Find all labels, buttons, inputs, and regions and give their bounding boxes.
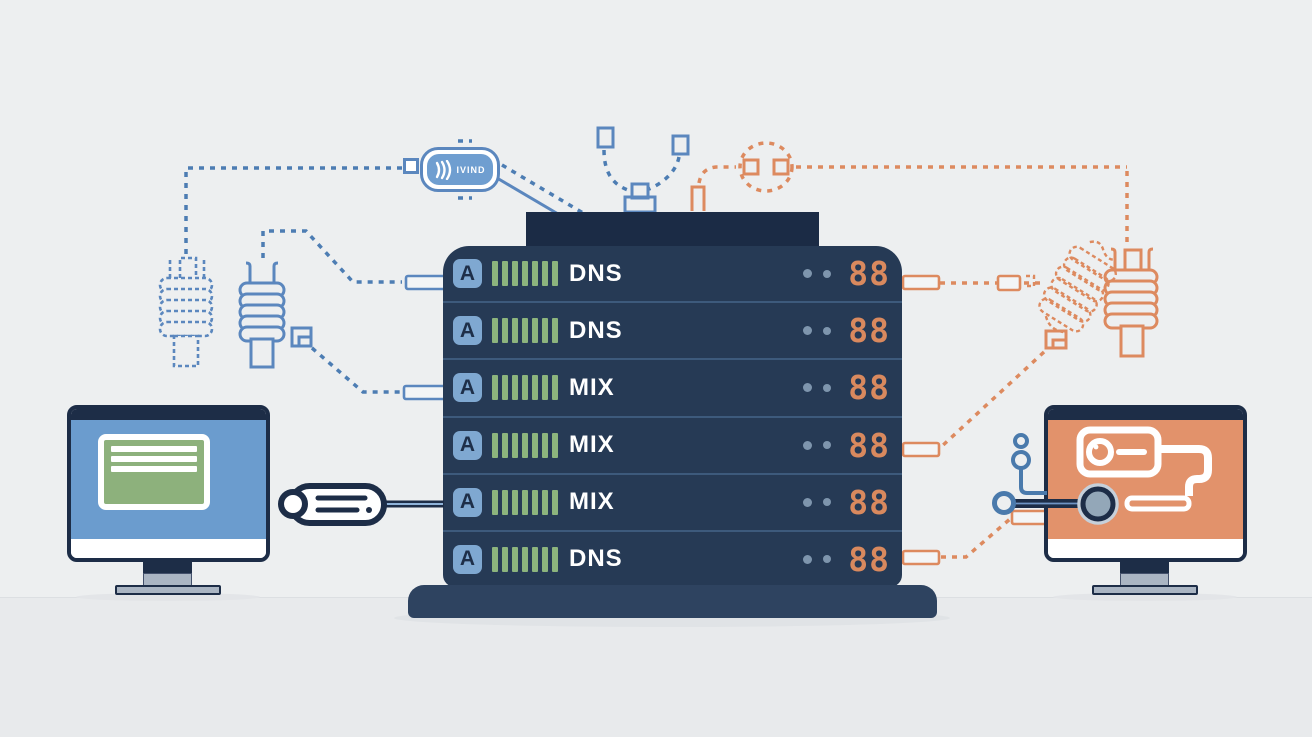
led-dot xyxy=(823,441,832,450)
left-monitor xyxy=(67,405,270,562)
led-dot xyxy=(803,269,813,279)
row4-right-port xyxy=(901,441,941,458)
activity-bars-icon xyxy=(492,546,558,572)
led-dot xyxy=(823,326,832,335)
monitor-chin xyxy=(71,539,266,558)
server-base xyxy=(408,585,937,618)
left-monitor-screen xyxy=(71,420,266,539)
port-digits: 88 xyxy=(848,425,890,465)
port-digits: 88 xyxy=(848,311,890,351)
server-row: A DNS 88 xyxy=(443,246,902,304)
server-row: A DNS 88 xyxy=(443,532,902,587)
row1-right-port xyxy=(901,274,941,291)
floor xyxy=(0,597,1312,737)
monitor-stand-base xyxy=(115,585,221,595)
record-type-badge: A xyxy=(453,544,482,574)
server-rack: A DNS 88 A DNS 88 A MIX 88 A MIX 88 A MI… xyxy=(443,246,902,587)
monitor-stand-neck xyxy=(1120,560,1169,573)
led-dot xyxy=(823,555,832,564)
row6-right-port xyxy=(901,549,941,566)
record-type-badge: A xyxy=(453,487,482,517)
led-dot xyxy=(803,440,813,450)
blue-route-capsule-to-coil xyxy=(184,166,402,254)
blue-route-coil2-to-row1 xyxy=(261,229,402,284)
server-row: A MIX 88 xyxy=(443,418,902,475)
orange-route-row1 xyxy=(940,274,1040,292)
activity-bars-icon xyxy=(492,261,558,287)
row-label: MIX xyxy=(569,373,615,401)
activity-bars-icon xyxy=(492,432,558,458)
port-digits: 88 xyxy=(848,539,890,579)
port-digits: 88 xyxy=(848,368,890,408)
orange-route-row6 xyxy=(941,509,1050,559)
capsule-inner: IVIND xyxy=(427,154,493,185)
orange-coil-connector-icon xyxy=(1103,247,1159,358)
row-label: MIX xyxy=(569,431,615,459)
activity-bars-icon xyxy=(492,375,558,401)
record-type-badge: A xyxy=(453,316,482,346)
record-type-badge: A xyxy=(453,430,482,460)
coil-connector-icon xyxy=(238,261,286,369)
circuit-trace-icon xyxy=(1011,433,1047,495)
monitor-stand-neck xyxy=(143,560,192,573)
row-label: MIX xyxy=(569,488,615,516)
led-dot xyxy=(803,554,813,564)
record-type-badge: A xyxy=(453,259,482,289)
server-top-cap xyxy=(526,212,819,250)
server-row: A MIX 88 xyxy=(443,475,902,532)
activity-bars-icon xyxy=(492,318,558,344)
right-monitor-screen xyxy=(1048,420,1243,539)
row3-left-port xyxy=(402,384,448,401)
row1-left-port xyxy=(404,274,448,291)
dns-capsule: IVIND xyxy=(420,147,500,192)
row-label: DNS xyxy=(569,316,623,344)
monitor-chin xyxy=(1048,539,1243,558)
led-dot xyxy=(803,383,813,393)
scribbled-coil-icon xyxy=(1038,240,1117,334)
port-digits: 88 xyxy=(848,482,890,522)
led-dot xyxy=(803,497,813,507)
led-dot xyxy=(823,498,832,507)
browser-window-icon xyxy=(98,434,210,510)
capsule-label: IVIND xyxy=(456,164,486,175)
key-fob-capsule-icon xyxy=(278,483,444,526)
coil-connector-dashed-icon xyxy=(158,256,214,368)
record-type-badge: A xyxy=(453,373,482,403)
led-dot xyxy=(803,326,813,336)
capsule-tab xyxy=(403,158,419,174)
server-row: A DNS 88 xyxy=(443,303,902,361)
row-label: DNS xyxy=(569,259,623,287)
monitor-stand-base xyxy=(1092,585,1198,595)
top-blue-plug-icons xyxy=(596,126,690,214)
monitor-top-bar xyxy=(71,409,266,420)
port-digits: 88 xyxy=(848,254,890,294)
monitor-top-bar xyxy=(1048,409,1243,420)
sound-waves-icon xyxy=(436,159,452,180)
server-row: A MIX 88 xyxy=(443,360,902,418)
led-dot xyxy=(823,269,832,278)
activity-bars-icon xyxy=(492,489,558,515)
right-monitor xyxy=(1044,405,1247,562)
led-dot xyxy=(823,383,832,392)
row-label: DNS xyxy=(569,545,623,573)
blue-route-square-to-row3 xyxy=(290,326,401,394)
